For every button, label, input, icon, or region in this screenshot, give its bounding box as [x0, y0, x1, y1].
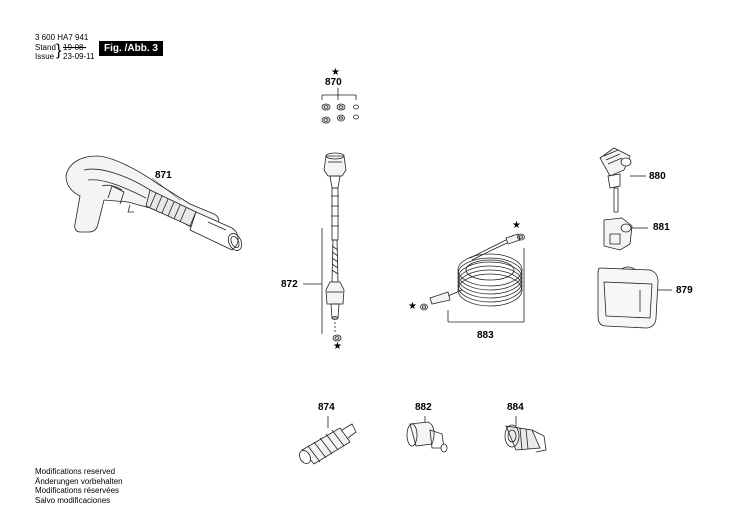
hose-883: [420, 233, 525, 323]
issue-label: Issue: [35, 52, 55, 61]
part-label-881: 881: [653, 222, 670, 233]
notice-line-en: Modifications reserved: [35, 467, 116, 476]
notice-line-es: Salvo modificaciones: [35, 495, 111, 505]
notice-line-fr: Modifications réservées: [35, 486, 120, 496]
part-label-884: 884: [507, 402, 524, 413]
part-label-883: 883: [477, 330, 494, 341]
coupling-884: [504, 416, 547, 453]
part-label-882: 882: [415, 402, 432, 413]
nozzle-880: [599, 147, 646, 213]
o-ring-set-870: [321, 88, 359, 124]
spray-wand-872: [303, 152, 347, 342]
part-label-879: 879: [676, 285, 693, 296]
star-marker-883-top: ★: [512, 220, 521, 231]
issue-date: 23-09-11: [63, 52, 95, 61]
part-label-872: 872: [281, 279, 298, 290]
star-marker-870: ★: [331, 67, 340, 78]
star-marker-872: ★: [333, 341, 342, 352]
part-label-871: 871: [155, 170, 172, 181]
stand-date: 19-08-: [63, 43, 87, 52]
part-label-870: 870: [325, 77, 342, 88]
star-marker-883-left: ★: [408, 301, 417, 312]
modifications-notice: Modifications reserved Änderungen vorbeh…: [35, 467, 123, 505]
holder-881: [603, 217, 648, 251]
doc-number: 3 600 HA7 941: [35, 33, 89, 42]
part-label-874: 874: [318, 402, 335, 413]
spray-gun-871: [65, 155, 243, 251]
notice-line-de: Änderungen vorbehalten: [35, 476, 123, 486]
header-brace: }: [56, 42, 62, 59]
nozzle-874: [299, 416, 357, 465]
adapter-882: [406, 416, 448, 453]
detergent-tank-879: [597, 266, 672, 329]
figure-label: Fig. /Abb. 3: [99, 41, 163, 56]
part-label-880: 880: [649, 171, 666, 182]
stand-label: Stand: [35, 43, 56, 52]
